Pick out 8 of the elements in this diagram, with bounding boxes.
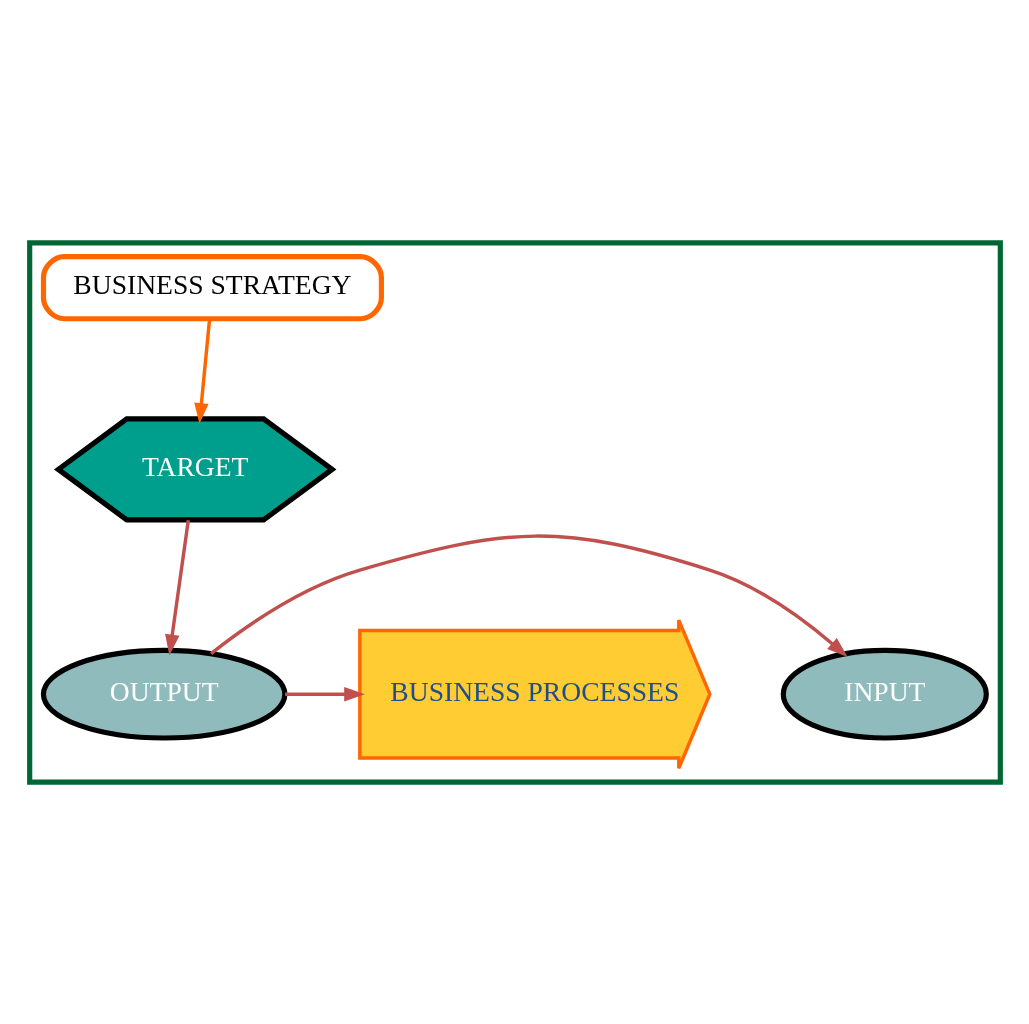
arrow	[164, 519, 190, 655]
arrow	[284, 686, 365, 701]
arrow	[193, 318, 211, 424]
node-box: BUSINESS STRATEGY	[40, 253, 384, 321]
arrow	[209, 534, 848, 657]
node-ellipse: OUTPUT	[40, 647, 287, 741]
node-ellipse: INPUT	[780, 647, 989, 741]
cluster	[26, 239, 1003, 785]
